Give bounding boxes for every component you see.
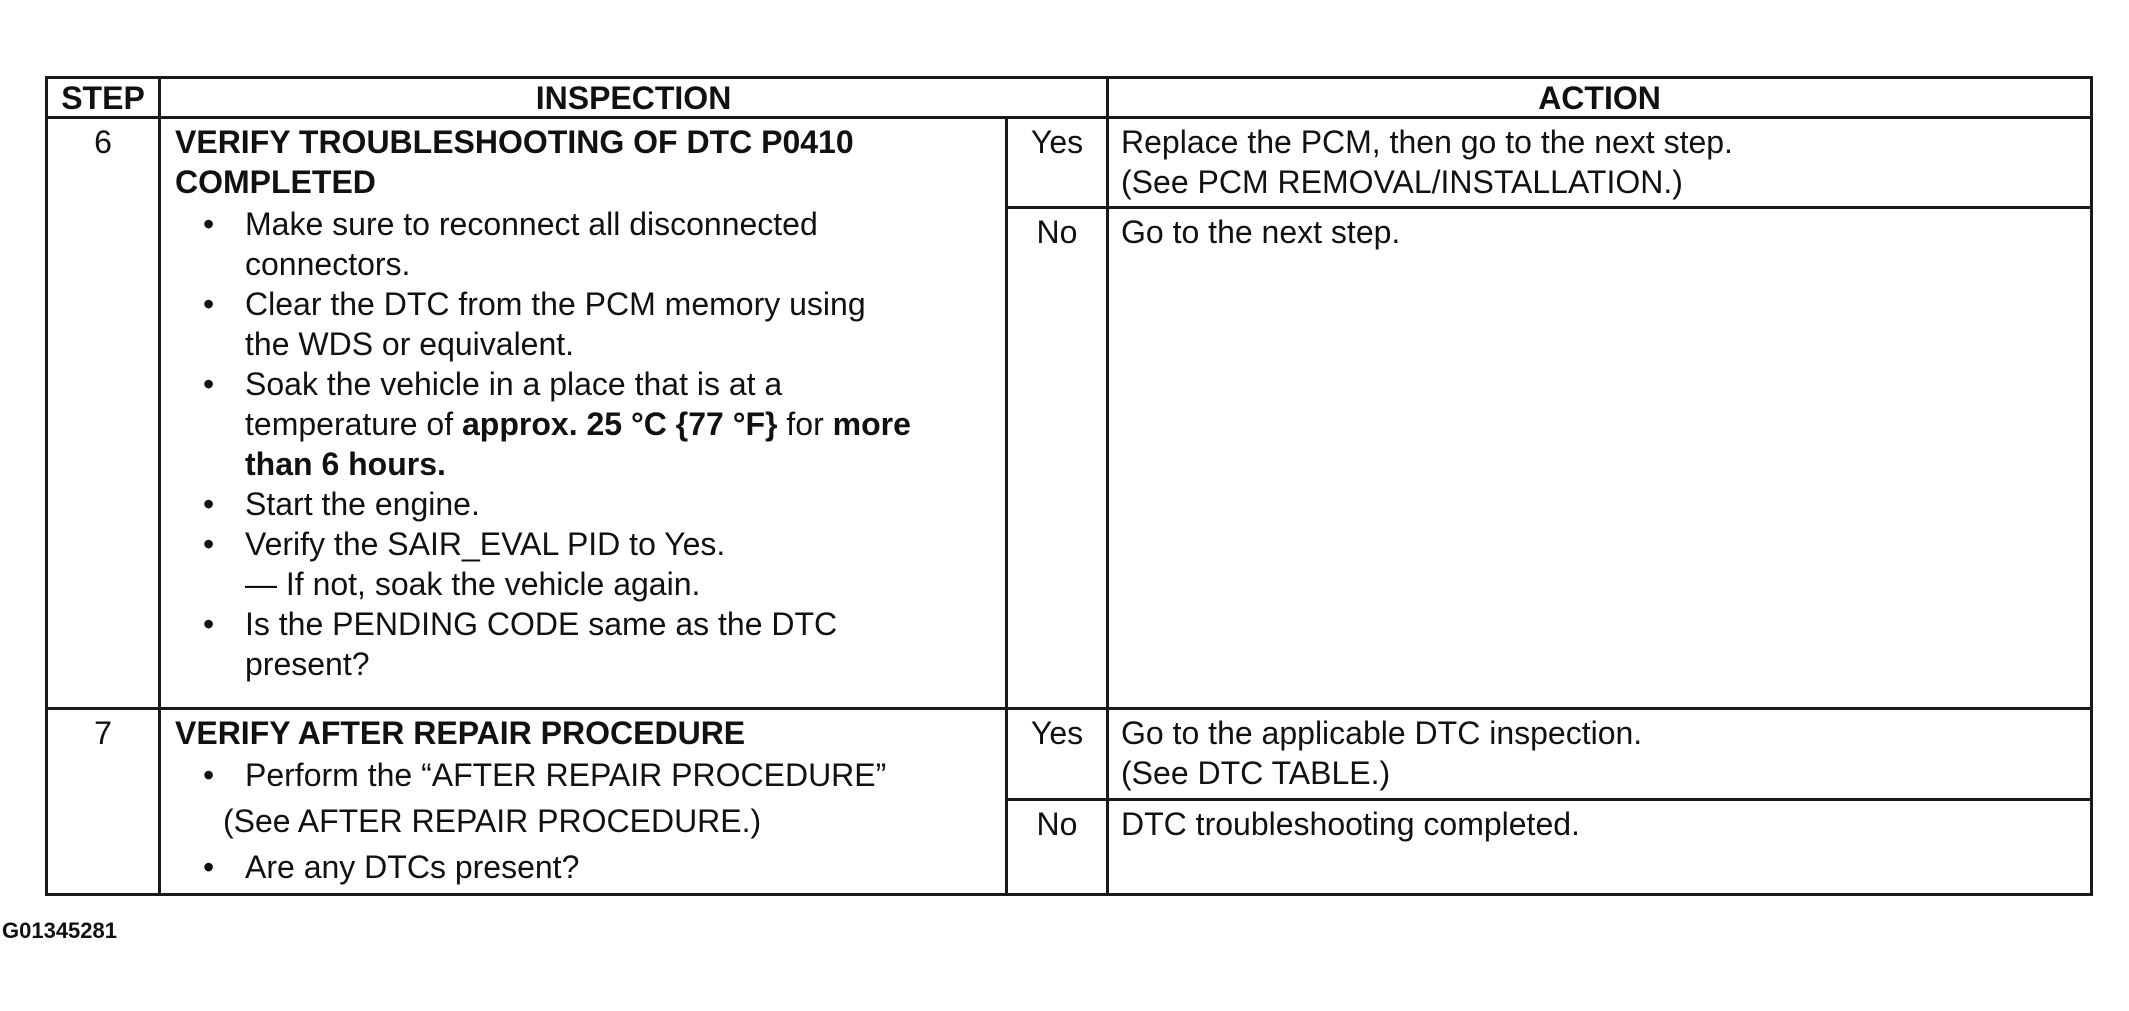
bullet-icon: • — [203, 606, 215, 642]
step6-bullet-list: • Make sure to reconnect all disconnecte… — [175, 204, 991, 684]
step7-number: 7 — [45, 707, 161, 896]
step7-bullet-list: • Perform the “AFTER REPAIR PROCEDURE” (… — [175, 755, 991, 887]
step6-yes-label: Yes — [1004, 116, 1110, 209]
step6-title-line2: COMPLETED — [175, 164, 376, 200]
step7-no-label: No — [1004, 798, 1110, 896]
step6-inspection: VERIFY TROUBLESHOOTING OF DTC P0410 COMP… — [158, 116, 1008, 710]
action-text: Replace the PCM, then go to the next ste… — [1121, 124, 1733, 160]
action-reference: (See PCM REMOVAL/INSTALLATION.) — [1121, 164, 1683, 200]
list-item: • Clear the DTC from the PCM memory usin… — [175, 284, 991, 364]
action-text: Go to the next step. — [1121, 214, 1401, 250]
list-item: • Soak the vehicle in a place that is at… — [175, 364, 991, 484]
bullet-text: Make sure to reconnect all disconnected — [245, 206, 818, 242]
step7-no-row: No DTC troubleshooting completed. — [47, 798, 2094, 896]
bullet-text: Is the PENDING CODE same as the DTC — [245, 606, 838, 642]
bullet-subnote: — If not, soak the vehicle again. — [245, 566, 701, 602]
list-item: • Are any DTCs present? — [175, 847, 991, 887]
bullet-text-cont: the WDS or equivalent. — [245, 326, 575, 362]
header-action: ACTION — [1106, 76, 2094, 119]
bullet-icon: • — [203, 486, 215, 522]
bullet-text: Start the engine. — [245, 486, 480, 522]
bullet-icon: • — [203, 757, 215, 793]
bullet-text: Clear the DTC from the PCM memory using — [245, 286, 866, 322]
figure-id: G01345281 — [2, 918, 117, 943]
duration-emphasis: more — [832, 406, 911, 442]
bullet-icon: • — [203, 206, 215, 242]
step6-title-line1: VERIFY TROUBLESHOOTING OF DTC P0410 — [175, 124, 854, 160]
step7-yes-label: Yes — [1004, 707, 1110, 801]
bullet-reference: (See AFTER REPAIR PROCEDURE.) — [223, 803, 762, 839]
header-row: STEP INSPECTION ACTION — [45, 76, 2094, 119]
bullet-text-cont: present? — [245, 646, 370, 682]
bullet-text: Verify the SAIR_EVAL PID to Yes. — [245, 526, 726, 562]
step7-inspection: VERIFY AFTER REPAIR PROCEDURE • Perform … — [158, 707, 1008, 896]
step7-yes-row: 7 VERIFY AFTER REPAIR PROCEDURE • Perfor… — [45, 707, 2094, 896]
duration-value: than 6 hours. — [245, 446, 446, 482]
list-item: • Is the PENDING CODE same as the DTC pr… — [175, 604, 991, 684]
list-item: • Make sure to reconnect all disconnecte… — [175, 204, 991, 284]
step6-no-row: No Go to the next step. — [47, 206, 2094, 710]
step7-no-action: DTC troubleshooting completed. — [1106, 798, 2094, 896]
step6-no-label: No — [1004, 206, 1110, 710]
bullet-text: Soak the vehicle in a place that is at a — [245, 366, 783, 402]
bullet-icon: • — [203, 286, 215, 322]
bullet-text: Perform the “AFTER REPAIR PROCEDURE” — [245, 757, 887, 793]
temperature-value: approx. 25 °C {77 °F} — [462, 406, 778, 442]
action-reference: (See DTC TABLE.) — [1121, 755, 1391, 791]
list-item: • Verify the SAIR_EVAL PID to Yes. — If … — [175, 524, 991, 604]
bullet-icon: • — [203, 366, 215, 402]
step6-number: 6 — [45, 116, 161, 710]
action-text: Go to the applicable DTC inspection. — [1121, 715, 1643, 751]
list-item: • Start the engine. — [175, 484, 991, 524]
bullet-icon: • — [203, 849, 215, 885]
bullet-text-cont: temperature of approx. 25 °C {77 °F} for… — [245, 404, 991, 444]
header-step: STEP — [45, 76, 161, 119]
step7-title: VERIFY AFTER REPAIR PROCEDURE — [175, 715, 746, 751]
step6-yes-row: 6 VERIFY TROUBLESHOOTING OF DTC P0410 CO… — [45, 116, 2094, 710]
step6-no-action: Go to the next step. — [1106, 206, 2094, 710]
header-inspection: INSPECTION — [157, 76, 1110, 119]
bullet-icon: • — [203, 526, 215, 562]
bullet-text: Are any DTCs present? — [245, 849, 580, 885]
step6-yes-action: Replace the PCM, then go to the next ste… — [1106, 116, 2094, 209]
step7-yes-action: Go to the applicable DTC inspection. (Se… — [1106, 707, 2094, 801]
list-item: • Perform the “AFTER REPAIR PROCEDURE” (… — [175, 755, 991, 841]
bullet-text-part: temperature of — [245, 406, 462, 442]
bullet-text-cont: connectors. — [245, 246, 411, 282]
bullet-text-part: for — [777, 406, 833, 442]
diagnostic-procedure-table: STEP INSPECTION ACTION 6 VERIFY TROUBLES… — [45, 76, 2094, 896]
action-text: DTC troubleshooting completed. — [1121, 806, 1580, 842]
